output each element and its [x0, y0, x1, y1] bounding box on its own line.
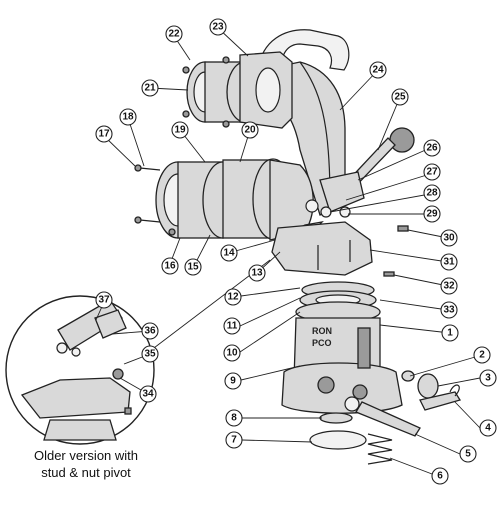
inset-caption: Older version with stud & nut pivot — [6, 447, 166, 481]
callout-12: 12 — [224, 288, 242, 306]
callout-35: 35 — [141, 345, 159, 363]
callout-25: 25 — [391, 88, 409, 106]
svg-text:31: 31 — [443, 257, 455, 268]
mount-plate — [271, 221, 409, 277]
svg-text:25: 25 — [394, 92, 406, 103]
older-version-inset — [5, 259, 271, 445]
svg-text:26: 26 — [426, 143, 438, 154]
callout-16: 16 — [161, 257, 179, 275]
svg-text:2: 2 — [479, 350, 485, 361]
callout-27: 27 — [423, 163, 441, 181]
callout-20: 20 — [241, 121, 259, 139]
svg-text:21: 21 — [144, 83, 156, 94]
inset-caption-line1: Older version with — [33, 448, 139, 463]
svg-text:23: 23 — [212, 22, 224, 33]
svg-text:7: 7 — [231, 435, 237, 446]
body-marking-line2: PCO — [312, 338, 332, 348]
callout-6: 6 — [431, 467, 449, 485]
callout-5: 5 — [459, 445, 477, 463]
svg-text:8: 8 — [231, 413, 237, 424]
svg-text:5: 5 — [465, 449, 471, 460]
svg-text:12: 12 — [227, 292, 239, 303]
callout-31: 31 — [440, 253, 458, 271]
callout-7: 7 — [225, 431, 243, 449]
svg-text:11: 11 — [227, 321, 238, 332]
svg-text:29: 29 — [426, 209, 438, 220]
svg-text:22: 22 — [168, 29, 180, 40]
svg-text:28: 28 — [426, 188, 438, 199]
svg-text:4: 4 — [485, 423, 491, 434]
callout-9: 9 — [224, 372, 242, 390]
callout-14: 14 — [220, 244, 238, 262]
svg-text:13: 13 — [251, 268, 263, 279]
callout-33: 33 — [440, 301, 458, 319]
callout-26: 26 — [423, 139, 441, 157]
callout-17: 17 — [95, 125, 113, 143]
svg-text:14: 14 — [223, 248, 235, 259]
svg-text:30: 30 — [443, 233, 455, 244]
callout-23: 23 — [209, 18, 227, 36]
callout-8: 8 — [225, 409, 243, 427]
svg-text:10: 10 — [226, 348, 238, 359]
callout-24: 24 — [369, 61, 387, 79]
callout-21: 21 — [141, 79, 159, 97]
callout-29: 29 — [423, 205, 441, 223]
svg-text:19: 19 — [174, 125, 186, 136]
inset-caption-line2: stud & nut pivot — [41, 465, 131, 480]
valve-body: RON PCO — [281, 317, 403, 414]
svg-text:34: 34 — [142, 389, 154, 400]
callout-13: 13 — [248, 264, 266, 282]
callout-32: 32 — [440, 277, 458, 295]
svg-text:3: 3 — [485, 373, 491, 384]
callout-1: 1 — [441, 324, 459, 342]
body-marking-line1: RON — [312, 326, 332, 336]
svg-text:24: 24 — [372, 65, 384, 76]
callout-36: 36 — [141, 322, 159, 340]
callout-19: 19 — [171, 121, 189, 139]
callout-11: 11 — [223, 317, 241, 335]
callout-3: 3 — [479, 369, 497, 387]
callout-28: 28 — [423, 184, 441, 202]
svg-text:36: 36 — [144, 326, 156, 337]
svg-text:18: 18 — [122, 112, 134, 123]
callout-22: 22 — [165, 25, 183, 43]
svg-text:6: 6 — [437, 471, 443, 482]
spring-stack — [295, 281, 381, 323]
middle-flange-assembly — [134, 158, 314, 241]
svg-text:15: 15 — [187, 262, 199, 273]
callout-4: 4 — [479, 419, 497, 437]
svg-text:32: 32 — [443, 281, 455, 292]
svg-text:37: 37 — [98, 295, 110, 306]
svg-text:20: 20 — [244, 125, 256, 136]
svg-text:1: 1 — [447, 328, 453, 339]
callout-34: 34 — [139, 385, 157, 403]
callout-15: 15 — [184, 258, 202, 276]
svg-text:35: 35 — [144, 349, 156, 360]
callout-10: 10 — [223, 344, 241, 362]
callout-2: 2 — [473, 346, 491, 364]
callout-18: 18 — [119, 108, 137, 126]
svg-text:27: 27 — [426, 167, 438, 178]
callout-37: 37 — [95, 291, 113, 309]
callout-30: 30 — [440, 229, 458, 247]
lower-parts — [309, 370, 462, 465]
svg-text:9: 9 — [230, 376, 236, 387]
upper-flange-assembly — [182, 51, 293, 129]
callouts: 1 2 3 4 5 6 7 8 9 10 11 12 13 14 15 16 1… — [95, 18, 497, 485]
svg-text:17: 17 — [98, 129, 110, 140]
svg-text:16: 16 — [164, 261, 176, 272]
svg-text:33: 33 — [443, 305, 455, 316]
